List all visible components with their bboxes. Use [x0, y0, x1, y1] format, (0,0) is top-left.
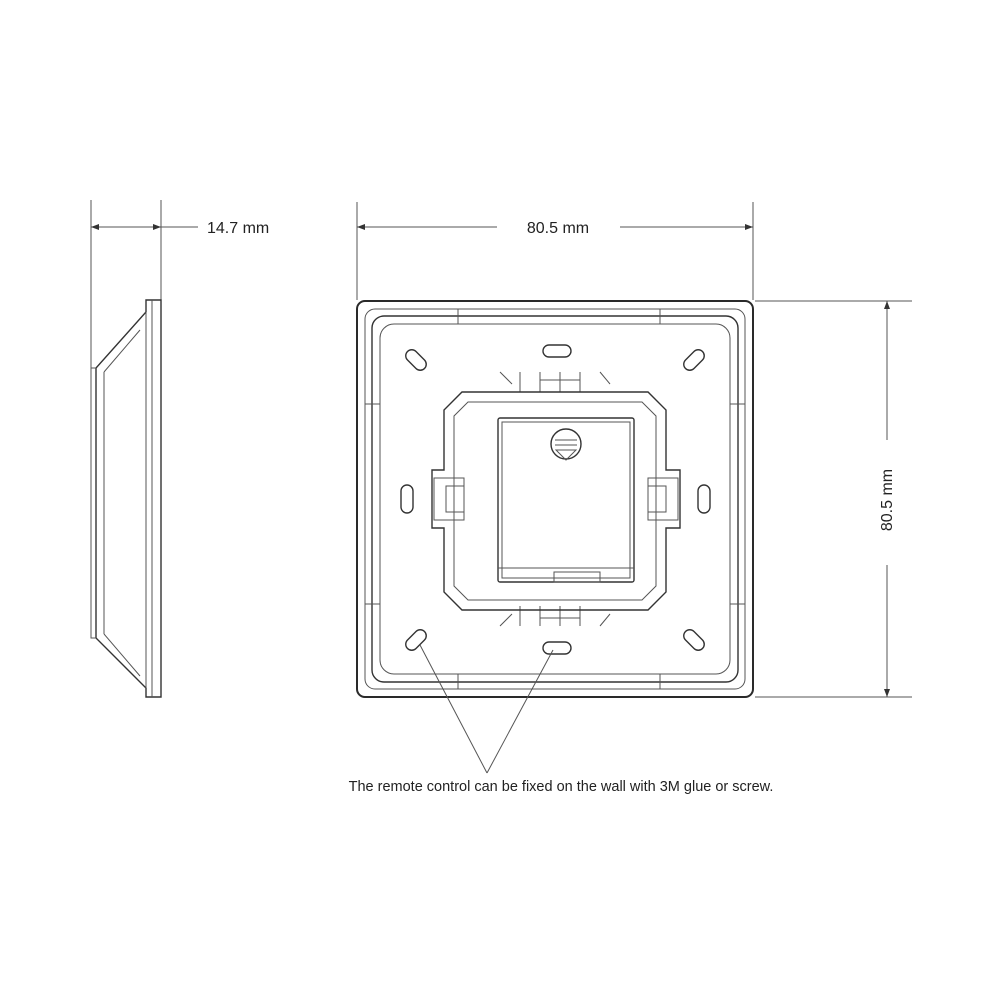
side-view — [90, 200, 198, 698]
height-dimension-label: 80.5 mm — [879, 469, 896, 531]
back-view — [356, 300, 754, 698]
width-dimension-label: 80.5 mm — [527, 220, 589, 237]
mounting-note: The remote control can be fixed on the w… — [349, 779, 774, 795]
height-dimension — [755, 300, 912, 698]
width-dimension — [356, 202, 754, 300]
note-leaders — [419, 644, 554, 774]
depth-dimension-label: 14.7 mm — [207, 220, 269, 237]
